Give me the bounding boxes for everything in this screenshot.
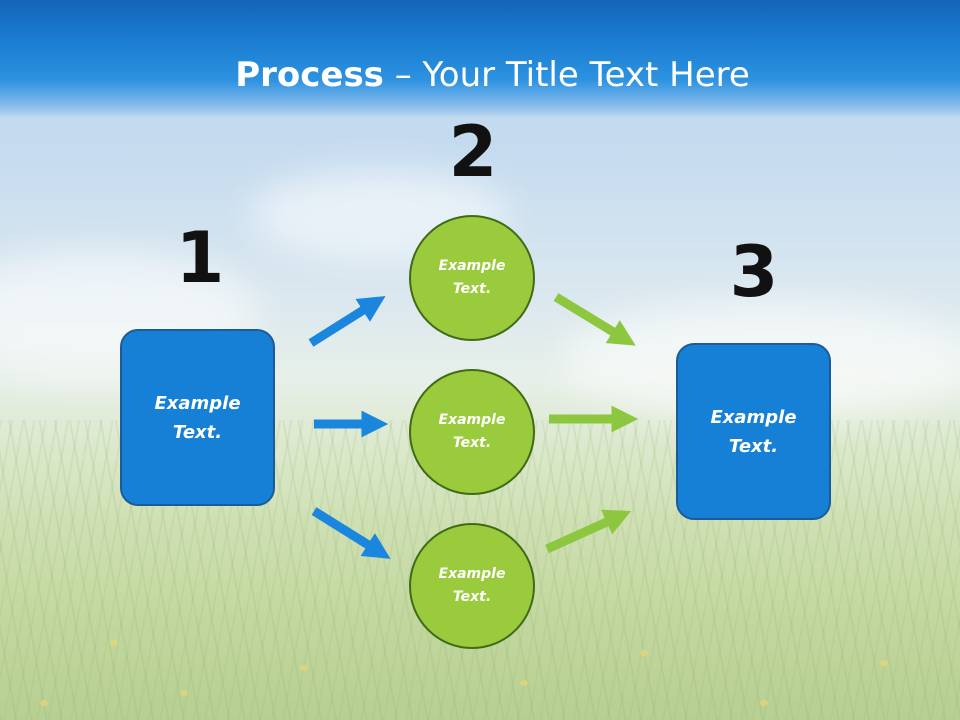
background-flower [110, 640, 118, 646]
background-flower [880, 660, 888, 666]
background-flower [640, 650, 648, 656]
background-flower [180, 690, 188, 696]
background-flower [40, 700, 48, 706]
slide-title: Process – Your Title Text Here [0, 52, 960, 98]
slide-title-rest: – Your Title Text Here [383, 55, 750, 95]
arrow-box1-to-circle-top [308, 296, 386, 347]
step-1-box: Example Text. [120, 329, 275, 506]
slide-title-bold: Process [235, 55, 384, 95]
step-3-text: Example Text. [710, 406, 797, 457]
step-1-text: Example Text. [154, 392, 241, 443]
step-2-circle-top-text: Example Text. [438, 258, 506, 297]
step-2-circle-top: Example Text. [409, 215, 535, 341]
step-number-1: 1 [175, 217, 225, 299]
step-2-circle-middle-text: Example Text. [438, 412, 506, 451]
step-2-circle-middle: Example Text. [409, 369, 535, 495]
arrow-box1-to-circle-bottom [311, 507, 391, 559]
step-number-3: 3 [729, 231, 779, 313]
background-flower [300, 665, 308, 671]
background-flower [520, 680, 528, 686]
step-number-2: 2 [448, 111, 498, 193]
step-3-box: Example Text. [676, 343, 831, 520]
title-band [0, 0, 960, 118]
arrow-circle-top-to-box3 [553, 293, 636, 346]
arrow-circle-bottom-to-box3 [545, 509, 632, 554]
step-2-circle-bottom-text: Example Text. [438, 566, 506, 605]
background-flower [760, 700, 768, 706]
step-2-circle-bottom: Example Text. [409, 523, 535, 649]
